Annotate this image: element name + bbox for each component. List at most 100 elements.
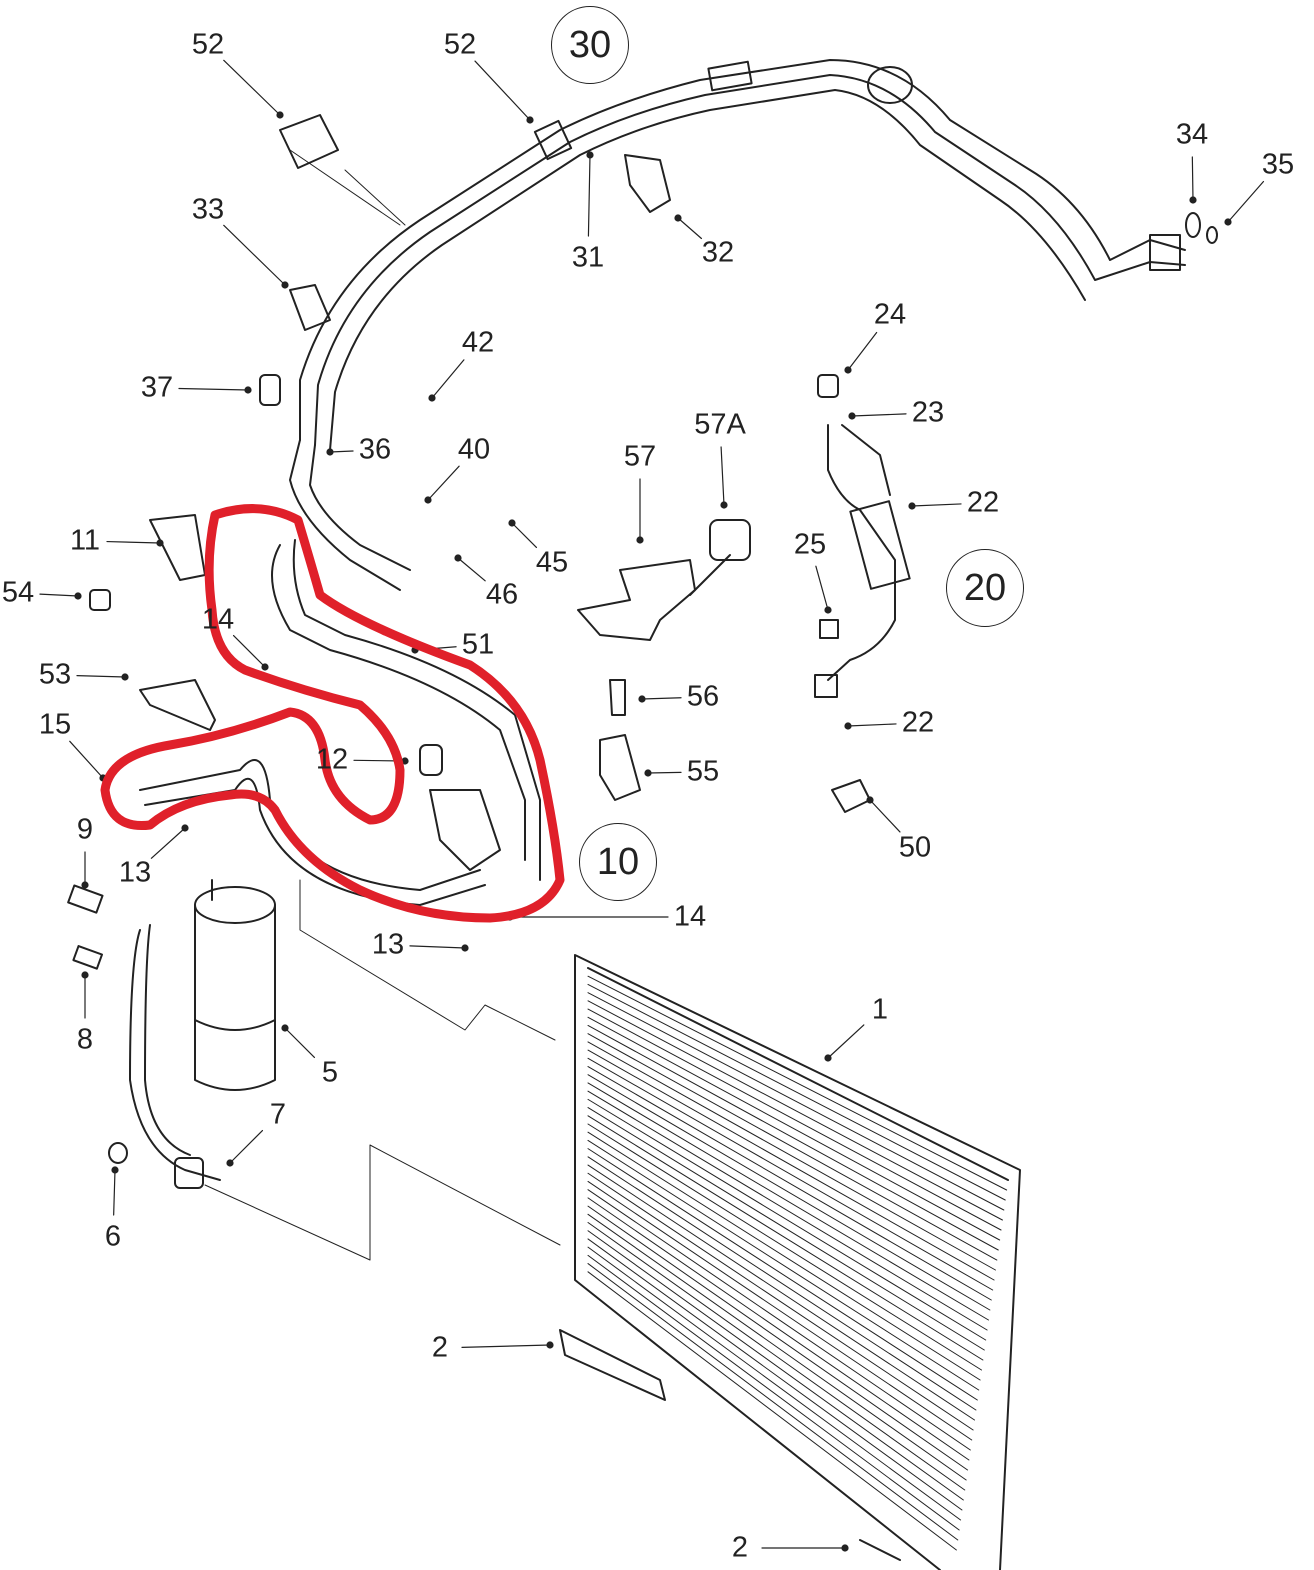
leader-dot bbox=[844, 366, 852, 374]
callout-label: 1 bbox=[871, 993, 889, 1026]
condenser-fin bbox=[587, 1131, 981, 1381]
leader-line bbox=[106, 540, 161, 544]
callout-label: 8 bbox=[76, 1023, 94, 1056]
condenser-fin bbox=[587, 1213, 967, 1481]
condenser-fin bbox=[587, 975, 1008, 1191]
condenser-fin bbox=[587, 1090, 988, 1331]
highlight-outline bbox=[100, 504, 565, 923]
leader-line bbox=[178, 387, 249, 391]
condenser-fin bbox=[587, 1197, 970, 1461]
condenser-fin bbox=[587, 1139, 980, 1391]
leader-line bbox=[223, 224, 286, 286]
leader-dot bbox=[586, 151, 594, 159]
callout-label: 33 bbox=[191, 193, 225, 226]
part-33-clip bbox=[289, 284, 331, 331]
leader-line bbox=[815, 565, 829, 611]
condenser-fin bbox=[587, 1246, 962, 1521]
callout-label: 57A bbox=[694, 408, 746, 441]
condenser-fin bbox=[587, 1164, 976, 1421]
leader-dot bbox=[226, 1159, 234, 1167]
leader-dot bbox=[908, 502, 916, 510]
leader-dot bbox=[546, 1341, 554, 1349]
callout-label: 11 bbox=[69, 524, 101, 557]
callout-label: 2 bbox=[731, 1531, 749, 1564]
condenser-fin bbox=[587, 1238, 963, 1511]
leader-dot bbox=[326, 448, 334, 456]
leader-dot bbox=[461, 944, 469, 952]
condenser-fin bbox=[587, 1263, 959, 1541]
leader-line bbox=[677, 217, 703, 240]
callout-label: 5 bbox=[321, 1056, 339, 1089]
leader-dot bbox=[1189, 196, 1197, 204]
leader-line bbox=[851, 413, 907, 417]
condenser-fin bbox=[587, 1123, 982, 1371]
leader-dot bbox=[1224, 218, 1232, 226]
leader-dot bbox=[841, 1544, 849, 1552]
condenser-fin bbox=[587, 1156, 977, 1411]
leader-line bbox=[1227, 180, 1265, 223]
part-32-bracket bbox=[624, 154, 671, 213]
condenser-fin bbox=[587, 1180, 973, 1441]
leader-line bbox=[641, 697, 682, 700]
leader-line bbox=[511, 522, 538, 549]
callout-label: 52 bbox=[191, 28, 225, 61]
condenser-fin bbox=[587, 1033, 998, 1261]
ac-line-assembly-30 bbox=[289, 59, 1186, 591]
leader-dot bbox=[428, 394, 436, 402]
leader-line bbox=[427, 465, 460, 501]
callout-label: 34 bbox=[1175, 118, 1209, 151]
condenser-fin bbox=[587, 1148, 978, 1401]
leader-dot bbox=[121, 673, 129, 681]
callout-label: 51 bbox=[461, 628, 495, 661]
leader-dot bbox=[674, 214, 682, 222]
part-55-clamp bbox=[599, 734, 641, 801]
condenser-fin bbox=[587, 1271, 957, 1551]
leader-dot bbox=[281, 1024, 289, 1032]
leader-line bbox=[431, 359, 465, 399]
callout-label: 6 bbox=[104, 1220, 122, 1253]
leader-dot bbox=[636, 536, 644, 544]
leader-dot bbox=[111, 1166, 119, 1174]
leader-line bbox=[911, 503, 962, 507]
callout-label: 56 bbox=[686, 680, 720, 713]
callout-label: 13 bbox=[371, 928, 405, 961]
callout-label: 54 bbox=[1, 576, 35, 609]
callout-label: 22 bbox=[901, 706, 935, 739]
callout-label: 50 bbox=[898, 831, 932, 864]
condenser-fin bbox=[587, 1098, 987, 1341]
condenser-fin bbox=[587, 992, 1005, 1211]
part-52-clip bbox=[279, 114, 339, 169]
callout-label: 15 bbox=[38, 708, 72, 741]
callout-assembly-10: 10 bbox=[579, 823, 657, 901]
leader-line bbox=[69, 740, 104, 779]
condenser-fin bbox=[587, 1024, 999, 1251]
leader-line bbox=[409, 945, 466, 949]
callout-label: 55 bbox=[686, 755, 720, 788]
callout-label: 13 bbox=[118, 856, 152, 889]
leader-dot bbox=[638, 695, 646, 703]
leader-line bbox=[1191, 156, 1194, 201]
leader-dot bbox=[844, 722, 852, 730]
leader-dot bbox=[866, 796, 874, 804]
condenser-fin bbox=[587, 1016, 1001, 1241]
condenser-fin bbox=[587, 1000, 1003, 1221]
callout-label: 46 bbox=[485, 578, 519, 611]
leader-dot bbox=[244, 386, 252, 394]
callout-label: 42 bbox=[461, 326, 495, 359]
callout-label: 23 bbox=[911, 396, 945, 429]
condenser-fin bbox=[587, 1230, 964, 1501]
callout-label: 2 bbox=[431, 1331, 449, 1364]
callout-label: 32 bbox=[701, 236, 735, 269]
leader-dot bbox=[720, 501, 728, 509]
callout-label: 22 bbox=[966, 486, 1000, 519]
leader-dot bbox=[276, 111, 284, 119]
leader-line bbox=[76, 675, 126, 678]
leader-line bbox=[461, 1344, 551, 1349]
leader-line bbox=[647, 771, 682, 774]
part-57-bracket bbox=[577, 559, 696, 641]
leader-dot bbox=[824, 606, 832, 614]
part-57a-block bbox=[709, 519, 751, 561]
callout-label: 37 bbox=[140, 371, 174, 404]
condenser-fin bbox=[587, 1057, 994, 1291]
callout-label: 25 bbox=[793, 528, 827, 561]
